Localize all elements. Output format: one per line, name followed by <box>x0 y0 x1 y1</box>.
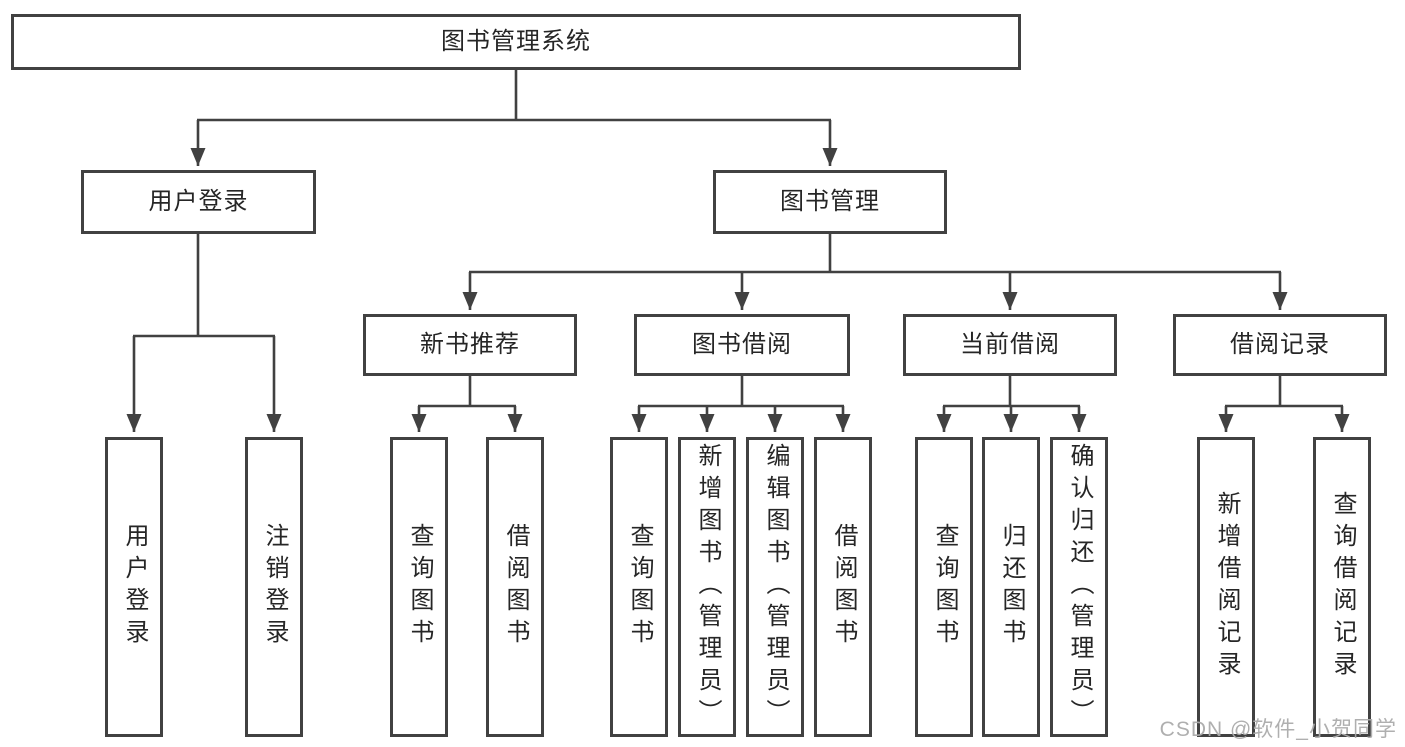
leaf-query-books-2-label: 查询图书 <box>626 523 653 651</box>
leaf-logout: 注销登录 <box>245 437 303 737</box>
node-user-login: 用户登录 <box>81 170 316 234</box>
leaf-add-books-admin-label: 新增图书（管理员） <box>694 443 721 731</box>
node-book-borrowing: 图书借阅 <box>634 314 850 376</box>
node-borrowing-records: 借阅记录 <box>1173 314 1387 376</box>
leaf-query-books-3-label: 查询图书 <box>931 523 958 651</box>
leaf-borrow-books-2: 借阅图书 <box>814 437 872 737</box>
node-book-borrowing-label: 图书借阅 <box>692 331 792 358</box>
node-current-borrowing-label: 当前借阅 <box>960 331 1060 358</box>
node-root: 图书管理系统 <box>11 14 1021 70</box>
leaf-borrow-books-1: 借阅图书 <box>486 437 544 737</box>
node-user-login-label: 用户登录 <box>148 188 249 215</box>
leaf-query-borrow-record-label: 查询借阅记录 <box>1329 491 1356 683</box>
node-current-borrowing: 当前借阅 <box>903 314 1117 376</box>
leaf-query-books-2: 查询图书 <box>610 437 668 737</box>
leaf-query-books-1-label: 查询图书 <box>406 523 433 651</box>
leaf-user-login: 用户登录 <box>105 437 163 737</box>
leaf-edit-books-admin-label: 编辑图书（管理员） <box>762 443 789 731</box>
leaf-add-borrow-record-label: 新增借阅记录 <box>1213 491 1240 683</box>
leaf-borrow-books-1-label: 借阅图书 <box>502 523 529 651</box>
leaf-query-books-1: 查询图书 <box>390 437 448 737</box>
node-borrowing-records-label: 借阅记录 <box>1230 331 1330 358</box>
csdn-watermark: CSDN @软件_小贺同学 <box>1159 718 1397 741</box>
leaf-logout-label: 注销登录 <box>261 523 288 651</box>
leaf-edit-books-admin: 编辑图书（管理员） <box>746 437 804 737</box>
node-new-book-recommend: 新书推荐 <box>363 314 577 376</box>
node-book-management: 图书管理 <box>713 170 947 234</box>
leaf-query-borrow-record: 查询借阅记录 <box>1313 437 1371 737</box>
leaf-confirm-return-admin-label: 确认归还（管理员） <box>1066 443 1093 731</box>
leaf-return-books-label: 归还图书 <box>998 523 1025 651</box>
leaf-add-books-admin: 新增图书（管理员） <box>678 437 736 737</box>
leaf-return-books: 归还图书 <box>982 437 1040 737</box>
leaf-query-books-3: 查询图书 <box>915 437 973 737</box>
leaf-add-borrow-record: 新增借阅记录 <box>1197 437 1255 737</box>
node-book-management-label: 图书管理 <box>780 188 880 215</box>
leaf-confirm-return-admin: 确认归还（管理员） <box>1050 437 1108 737</box>
node-root-label: 图书管理系统 <box>441 28 591 55</box>
leaf-user-login-label: 用户登录 <box>121 523 148 651</box>
leaf-borrow-books-2-label: 借阅图书 <box>830 523 857 651</box>
node-new-book-recommend-label: 新书推荐 <box>420 331 520 358</box>
